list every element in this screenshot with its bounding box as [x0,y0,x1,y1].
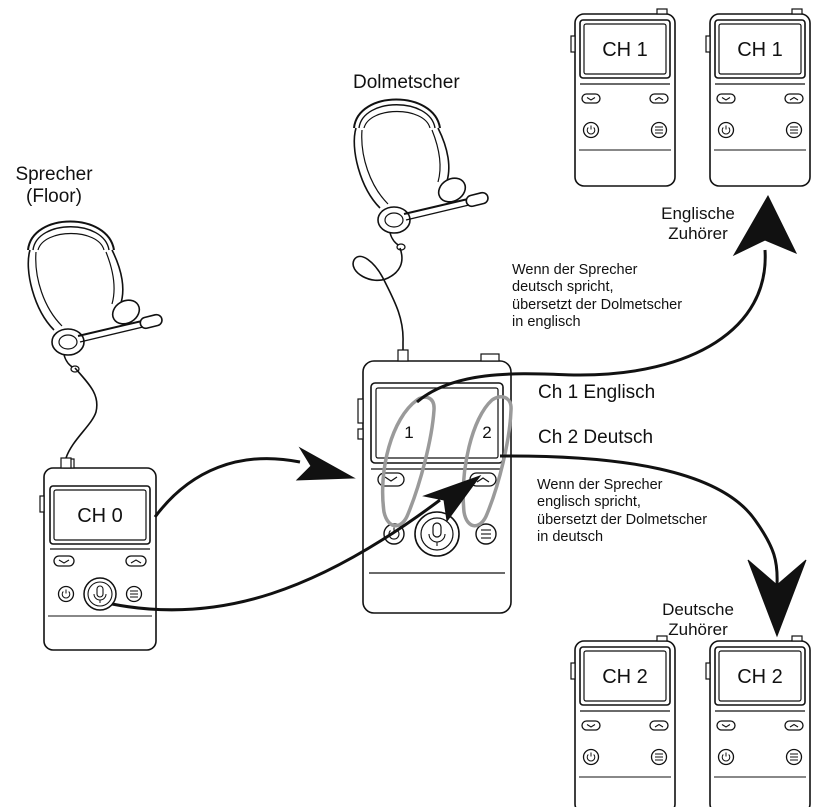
channel-display: CH 1 [602,39,648,61]
note-translate-to-english: Wenn der Sprecher deutsch spricht, übers… [512,262,683,331]
arrowhead-english [732,194,798,257]
channel-display: CH 1 [737,39,783,61]
channel-display: CH 2 [602,666,648,688]
receiver-english-b: CH 1 [705,8,811,187]
note-translate-to-german: Wenn der Sprecher englisch spricht, über… [537,477,708,546]
interpreter-cable [352,247,404,352]
interpreter-plug [397,349,409,362]
flow-arrows [111,249,779,612]
receiver-german-a: CH 2 [570,635,676,812]
arrowhead-mic [422,474,482,523]
speaker-title: Sprecher [15,164,93,185]
arrow-heads [295,194,807,638]
german-listeners-label: Deutsche Zuhörer [662,600,734,639]
channel-2-highlight [461,395,513,528]
channel-1-label: Ch 1 Englisch [538,382,656,403]
arrow-mic-to-interpreter-ch2 [111,498,441,612]
receiver-german-b: CH 2 [705,635,811,812]
interpreter-transmitter [357,353,512,614]
arrowhead-german [747,559,807,638]
channel-display: CH 2 [737,666,783,688]
arrow-floor-to-interpreter [153,457,301,518]
arrow-interpreter-to-german [499,454,779,586]
floor-transmitter: CH 0 [39,458,157,651]
channel-1-highlight [380,395,436,528]
channel-1-number: 1 [404,423,413,442]
speaker-plug [60,457,72,469]
speaker-label: Sprecher (Floor) [6,164,102,208]
english-listeners-label: Englische Zuhörer [661,204,735,243]
channel-display: CH 0 [77,505,123,527]
arrow-interpreter-to-english [416,249,767,404]
speaker-cable [65,367,98,468]
arrowhead-floor [295,446,356,481]
receiver-english-a: CH 1 [570,8,676,187]
speaker-headset [27,220,165,373]
channel-2-label: Ch 2 Deutsch [538,427,654,448]
interpreter-headset [353,98,491,251]
channel-2-number: 2 [482,423,491,442]
interpreter-label: Dolmetscher [353,72,460,93]
speaker-subtitle: (Floor) [26,185,82,207]
